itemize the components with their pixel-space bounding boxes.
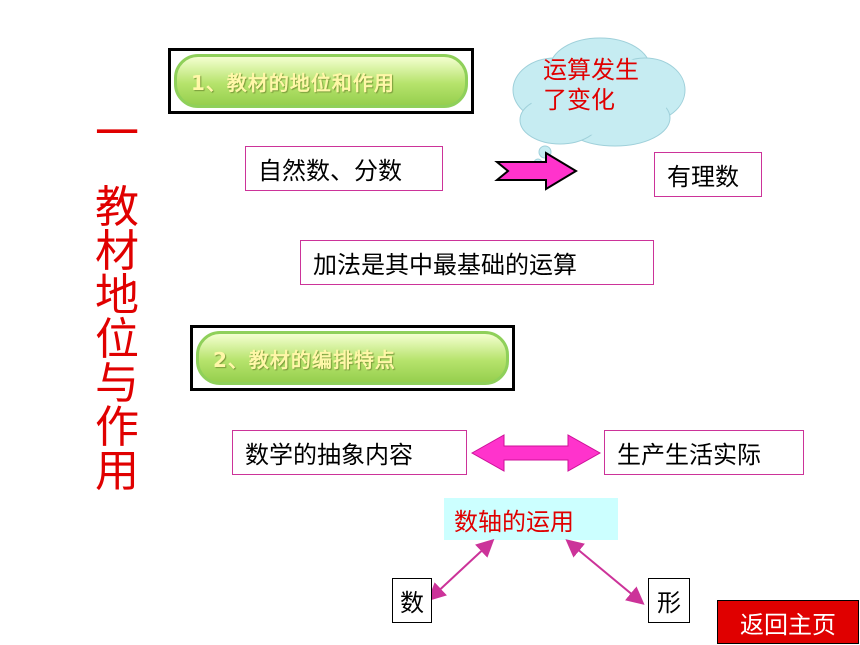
cloud-text-line: 运算发生 xyxy=(543,56,639,84)
vertical-title: 一 教 材 地 位 与 作 用 xyxy=(88,112,146,494)
title-char: 与 xyxy=(95,358,139,409)
practice-box: 生产生活实际 xyxy=(604,430,804,475)
return-home-button[interactable]: 返回主页 xyxy=(717,600,859,644)
cloud-text: 运算发生 了变化 xyxy=(543,55,639,115)
number-line-label: 数轴的运用 xyxy=(444,498,618,540)
title-char: 地 xyxy=(95,270,139,321)
arrow-to-shape xyxy=(565,539,645,605)
section-heading-2: 2、教材的编排特点 xyxy=(190,325,515,391)
shape-box: 形 xyxy=(648,578,690,623)
double-arrow xyxy=(470,434,602,472)
number-box: 数 xyxy=(392,578,432,623)
cloud-text-line: 了变化 xyxy=(543,86,615,114)
title-char: 位 xyxy=(95,314,139,365)
arrow-to-number xyxy=(427,538,495,602)
abstract-content-box: 数学的抽象内容 xyxy=(232,430,467,475)
title-char: 教 xyxy=(95,182,139,233)
title-char: 用 xyxy=(95,446,139,497)
rational-numbers-box: 有理数 xyxy=(654,152,762,197)
heading-1-label: 1、教材的地位和作用 xyxy=(174,54,468,108)
right-arrow xyxy=(494,151,578,191)
title-char: 材 xyxy=(95,226,139,277)
split-arrows xyxy=(427,538,645,605)
heading-2-label: 2、教材的编排特点 xyxy=(196,331,509,385)
addition-box: 加法是其中最基础的运算 xyxy=(300,240,654,285)
section-heading-1: 1、教材的地位和作用 xyxy=(168,48,474,114)
title-char: 一 xyxy=(95,108,139,159)
natural-numbers-box: 自然数、分数 xyxy=(245,146,443,191)
title-char: 作 xyxy=(95,402,139,453)
cloud-callout xyxy=(512,37,686,168)
